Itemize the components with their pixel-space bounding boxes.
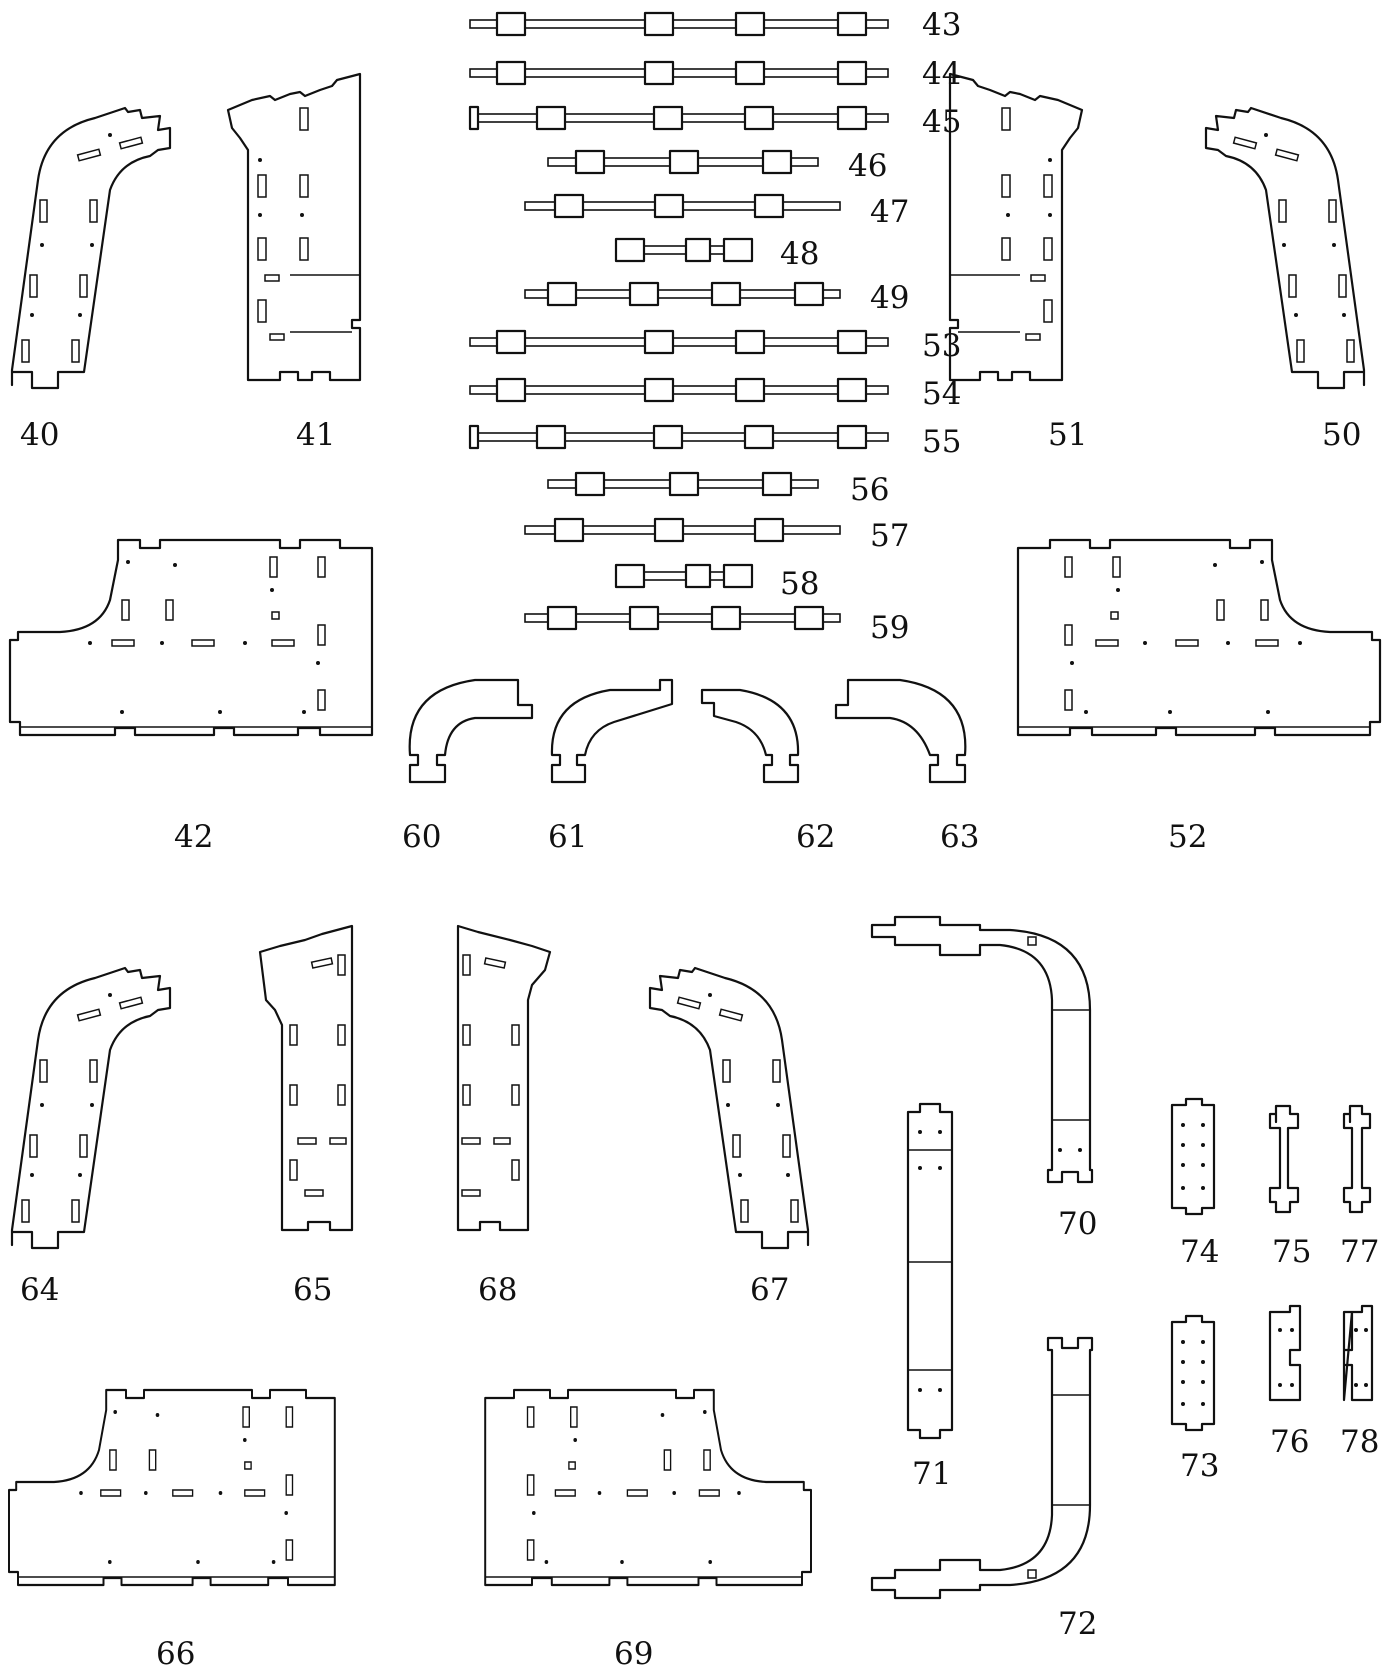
rail-45 [468,105,889,131]
part-69-shape [484,1388,813,1587]
label-50: 50 [1322,417,1361,453]
label-63: 63 [940,819,979,855]
part-68-shape [456,924,552,1232]
curve-61 [550,678,674,784]
hook-70 [870,915,1094,1184]
part-51-shape [948,72,1084,382]
label-44: 44 [922,56,961,92]
label-66: 66 [156,1636,195,1670]
part-67-shape [648,966,810,1250]
part-42-shape [8,538,374,737]
hook-72 [870,1336,1094,1600]
label-42: 42 [174,819,213,855]
label-46: 46 [848,148,887,184]
rail-48 [614,237,754,263]
part-41-shape [226,72,362,382]
label-59: 59 [870,610,909,646]
rail-59 [524,605,841,631]
rail-44 [469,60,889,86]
label-71: 71 [912,1456,951,1492]
rail-49 [524,281,841,307]
label-53: 53 [922,328,961,364]
label-57: 57 [870,518,909,554]
label-76: 76 [1270,1424,1309,1460]
label-64: 64 [20,1272,59,1308]
label-75: 75 [1272,1234,1311,1270]
label-74: 74 [1180,1234,1219,1270]
rail-46 [547,149,819,175]
label-52: 52 [1168,819,1207,855]
rail-43 [469,11,889,37]
part-40-shape [10,106,172,390]
label-68: 68 [478,1272,517,1308]
part-52-shape [1016,538,1382,737]
label-61: 61 [548,819,587,855]
curve-62 [700,688,800,784]
rail-56 [547,471,819,497]
label-67: 67 [750,1272,789,1308]
label-73: 73 [1180,1448,1219,1484]
label-58: 58 [780,566,819,602]
label-54: 54 [922,376,961,412]
label-78: 78 [1340,1424,1379,1460]
label-45: 45 [922,104,961,140]
part-66-shape [7,1388,336,1587]
label-77: 77 [1340,1234,1379,1270]
label-40: 40 [20,417,59,453]
label-62: 62 [796,819,835,855]
label-70: 70 [1058,1206,1097,1242]
rail-53 [469,329,889,355]
curve-63 [834,678,967,784]
label-69: 69 [614,1636,653,1670]
label-43: 43 [922,7,961,43]
link-75 [1268,1104,1300,1214]
curve-60 [408,678,534,784]
label-49: 49 [870,280,909,316]
bracket-76 [1268,1304,1302,1402]
rail-47 [524,193,841,219]
bracket-78 [1342,1304,1374,1402]
block-74 [1170,1097,1216,1216]
part-50-shape [1204,106,1366,390]
rail-54 [469,377,889,403]
link-77 [1342,1104,1372,1214]
label-41: 41 [296,417,335,453]
block-73 [1170,1314,1216,1432]
label-51: 51 [1048,417,1087,453]
strip-71 [906,1102,954,1440]
rail-57 [524,517,841,543]
part-64-shape [10,966,172,1250]
label-56: 56 [850,472,889,508]
label-60: 60 [402,819,441,855]
label-47: 47 [870,194,909,230]
label-72: 72 [1058,1606,1097,1642]
rail-58 [614,563,754,589]
label-48: 48 [780,236,819,272]
part-65-shape [258,924,354,1232]
rail-55 [468,424,889,450]
label-65: 65 [293,1272,332,1308]
label-55: 55 [922,424,961,460]
